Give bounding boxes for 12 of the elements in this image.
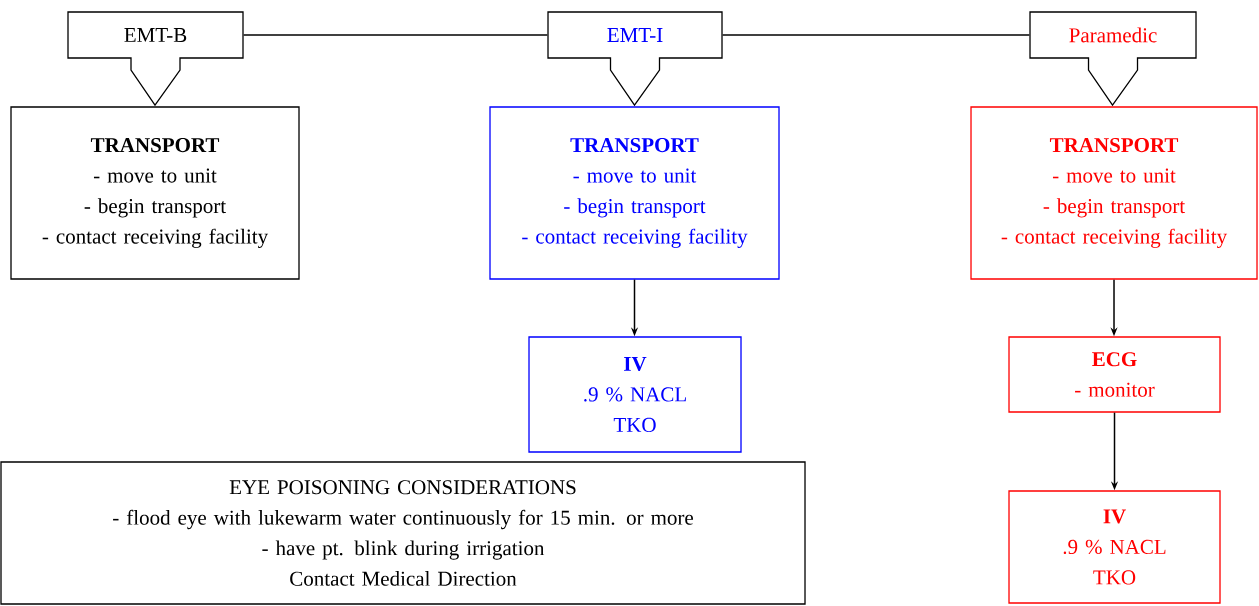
step-box: ECG - monitor — [1008, 336, 1221, 413]
callout-label: EMT-B — [67, 11, 244, 107]
step-box: TRANSPORT - move to unit - begin transport - contact receiving facility — [970, 106, 1258, 280]
callout-label: Paramedic — [1029, 11, 1197, 107]
step-box: TRANSPORT - move to unit - begin transport - contact receiving facility — [489, 106, 780, 280]
connector-line — [242, 34, 549, 36]
step-box: IV .9 % NACL TKO — [528, 336, 742, 453]
step-box: TRANSPORT - move to unit - begin transport - contact receiving facility — [10, 106, 300, 280]
connector-line — [721, 34, 1031, 36]
note-box: EYE POISONING CONSIDERATIONS - flood eye with lukewarm water continuously for 15 min. or more - have pt. blink during irrigation Contact Medical Direction — [0, 461, 806, 605]
callout-label: EMT-I — [547, 11, 723, 107]
step-box: IV .9 % NACL TKO — [1008, 490, 1221, 604]
